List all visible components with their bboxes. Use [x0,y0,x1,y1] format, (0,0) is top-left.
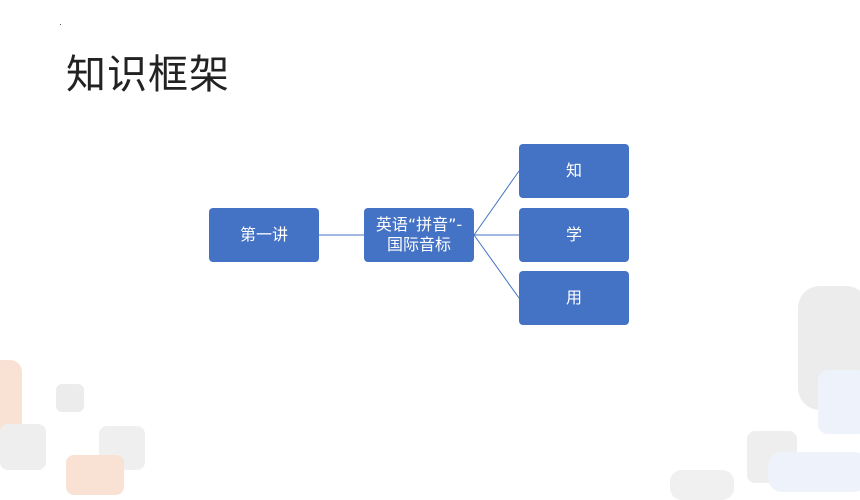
node-middle-label-line1: 英语“拼音”- [375,215,463,234]
node-middle-label-line2: 国际音标 [386,235,451,254]
connector-middle-leaf-3 [473,234,520,299]
node-leaf-1: 知 [519,144,629,198]
node-leaf-2: 学 [519,208,629,262]
title-marker-dot [60,24,61,25]
node-middle: 英语“拼音”- 国际音标 [364,208,474,262]
slide-title: 知识框架 [66,52,230,98]
diagram-connectors [319,170,520,299]
node-leaf-2-label: 学 [565,225,582,244]
node-root: 第一讲 [209,208,319,262]
decor-shape-right-light [818,370,860,434]
node-leaf-3-label: 用 [565,288,582,307]
node-leaf-3: 用 [519,271,629,325]
decor-shape-left-small [56,384,84,412]
node-root-label: 第一讲 [239,225,288,244]
decor-shape-left-gray [0,424,46,470]
node-leaf-1-label: 知 [565,161,582,180]
connector-middle-leaf-1 [473,170,520,236]
